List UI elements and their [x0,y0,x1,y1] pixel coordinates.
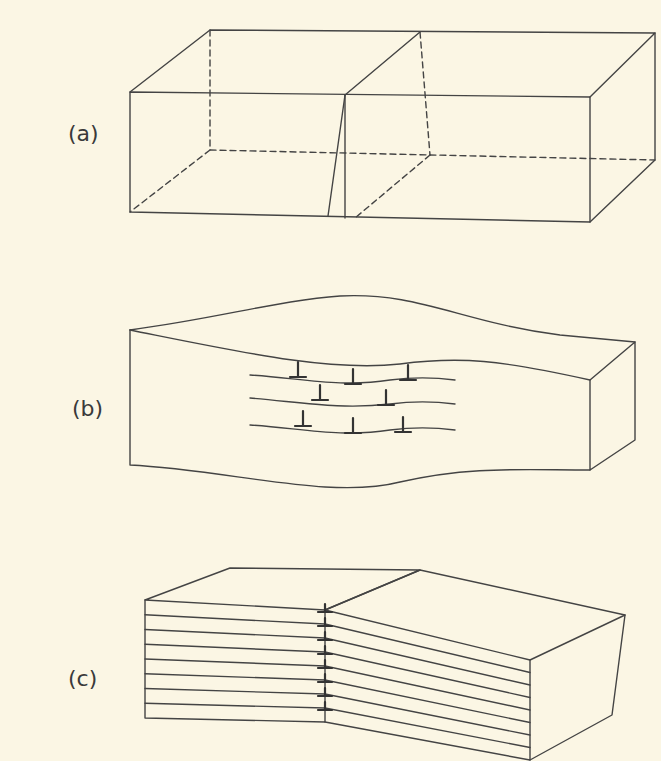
dislocation-symbols [290,362,416,433]
block-a [130,30,655,222]
layer-line [145,630,530,686]
layer-line [145,615,530,673]
block-c [145,568,625,760]
layer-line [145,659,530,710]
layer-line [145,644,530,697]
layer-line [145,689,530,736]
panel-label: (b) [72,398,103,420]
block-b [130,296,635,488]
panel-label: (a) [68,123,99,145]
panel-label: (c) [68,668,97,690]
layer-line [145,703,530,747]
layer-line [145,674,530,723]
dislocation-wall [318,604,332,710]
